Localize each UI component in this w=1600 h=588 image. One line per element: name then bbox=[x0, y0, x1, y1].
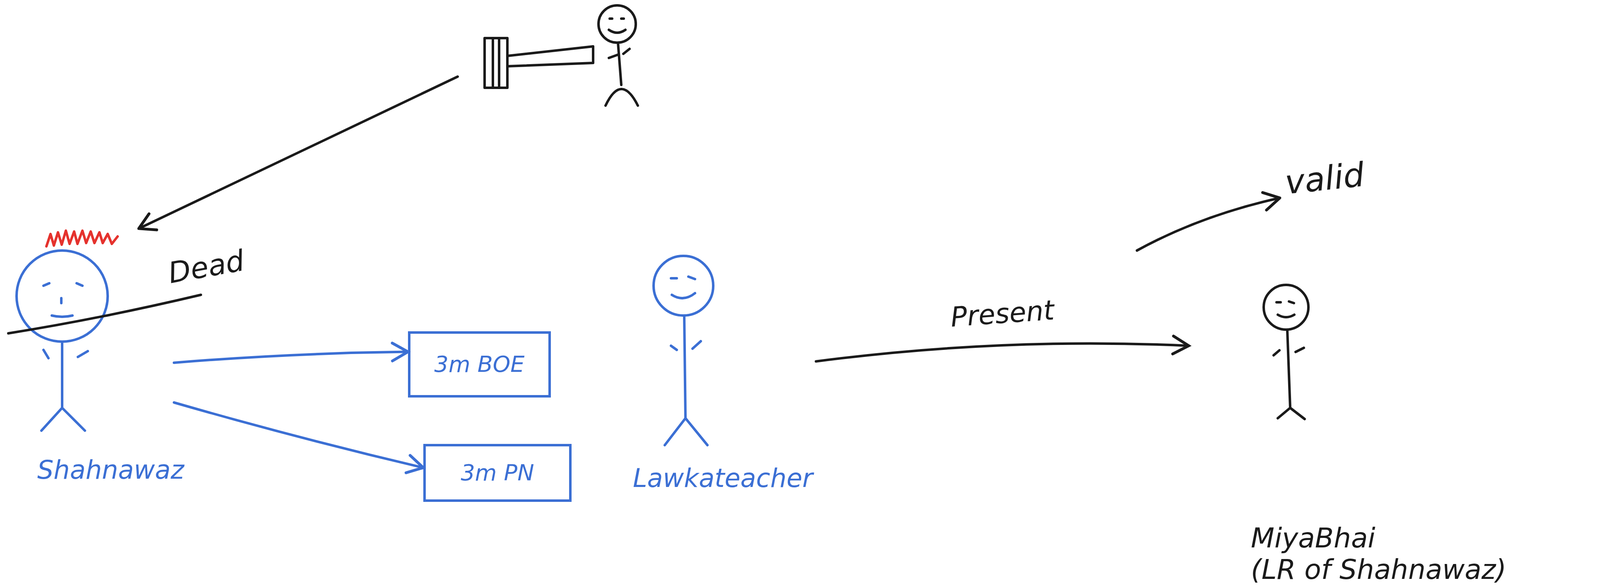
arrow-connector bbox=[173, 352, 408, 363]
stick-figure bbox=[1263, 284, 1309, 420]
note-box: 3m PN bbox=[423, 444, 572, 502]
note-box: 3m BOE bbox=[407, 331, 551, 398]
edge-label: Present bbox=[949, 294, 1055, 334]
node-name: 3m PN bbox=[460, 460, 534, 486]
arrow-connector bbox=[173, 402, 424, 468]
node-name: Lawkateacher bbox=[632, 463, 814, 493]
person-node: Shahnawaz bbox=[12, 248, 174, 498]
person-node: MiyaBhai(LR of Shahnawaz) bbox=[1188, 265, 1587, 588]
gavel-symbol bbox=[484, 38, 594, 88]
hair-strokes bbox=[46, 230, 118, 247]
node-name: MiyaBhai bbox=[1250, 522, 1376, 555]
person-node: Lawkateacher bbox=[621, 248, 816, 506]
note-label: Dead bbox=[165, 243, 247, 291]
strike-line bbox=[8, 294, 201, 334]
arrow-connector bbox=[815, 343, 1189, 362]
valid-arrow bbox=[1136, 197, 1280, 251]
stick-figure bbox=[16, 250, 108, 431]
judge-figure bbox=[598, 5, 638, 106]
node-name: Shahnawaz bbox=[37, 455, 184, 485]
gavel-arrow bbox=[138, 76, 458, 229]
node-name: 3m BOE bbox=[434, 351, 525, 378]
note-label: valid bbox=[1283, 155, 1366, 203]
node-subtitle: (LR of Shahnawaz) bbox=[1250, 554, 1507, 586]
stick-figure bbox=[653, 255, 714, 446]
